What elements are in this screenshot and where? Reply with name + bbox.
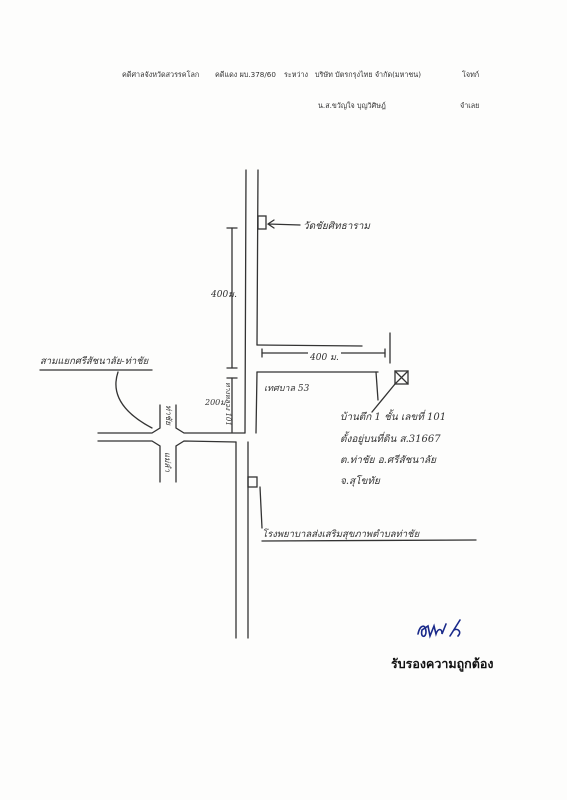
branch-road-end-bottom xyxy=(375,371,379,401)
cross-road-top-right xyxy=(175,404,246,434)
signature xyxy=(414,618,466,646)
house-desc-line3: ต.ท่าชัย อ.ศรีสัชนาลัย xyxy=(340,455,436,466)
hospital-arrow xyxy=(259,486,263,529)
between-label: ระหว่าง xyxy=(284,70,309,79)
branch-road-top xyxy=(256,344,363,347)
dim-vertical-200-label: 200ม. xyxy=(205,398,229,407)
road-segment-label: ทางหลวง 101 xyxy=(224,382,232,426)
house-marker-cross xyxy=(394,370,409,385)
junction-label: สามแยกศรีสัชนาลัย-ท่าชัย xyxy=(40,356,149,367)
temple-label: วัดชัยศิทธาราม xyxy=(303,221,370,232)
certification-text: รับรองความถูกต้อง xyxy=(391,656,494,671)
court-name: คดีศาลจังหวัดสวรรคโลก xyxy=(122,70,200,79)
house-desc-line2: ตั้งอยู่บนที่ดิน ส.31667 xyxy=(340,434,441,445)
hospital-marker xyxy=(247,476,258,488)
house-marker xyxy=(394,370,409,385)
branch-road-label: เทศบาล 53 xyxy=(264,384,310,394)
cross-road-bottom-right xyxy=(175,440,237,483)
plaintiff-name: บริษัท บัตรกรุงไทย จำกัด(มหาชน) xyxy=(315,70,422,79)
road-north-label: ท่าชัย xyxy=(164,405,173,425)
house-desc-line1: บ้านตึก 1 ชั้น เลขที่ 101 xyxy=(340,412,447,423)
temple-arrow xyxy=(266,219,301,229)
main-road-left-edge xyxy=(244,169,247,434)
dim-horizontal-400-label: 400 ม. xyxy=(308,350,341,364)
house-arrow xyxy=(371,383,396,413)
defendant-name: น.ส.ขวัญใจ บุญวิศิษฎ์ xyxy=(318,101,386,110)
hospital-label: โรงพยาบาลส่งเสริมสุขภาพตำบลท่าชัย xyxy=(262,529,420,540)
main-road-right-edge xyxy=(256,169,259,346)
defendant-role: จำเลย xyxy=(460,101,480,110)
road-south-label: แม่ลำ xyxy=(163,452,172,472)
hospital-underline xyxy=(261,539,477,542)
case-number: คดีแดง ผบ.378/60 xyxy=(215,70,276,79)
house-desc-line4: จ.สุโขทัย xyxy=(340,476,380,487)
plaintiff-role: โจทก์ xyxy=(462,70,480,79)
cross-road-bottom xyxy=(97,440,161,483)
junction-arrow xyxy=(115,371,153,429)
dim-vertical-400-label: 400ม. xyxy=(211,290,237,300)
cross-road-top xyxy=(97,404,161,434)
main-road-right-edge-mid xyxy=(255,371,258,434)
temple-marker xyxy=(257,215,267,230)
